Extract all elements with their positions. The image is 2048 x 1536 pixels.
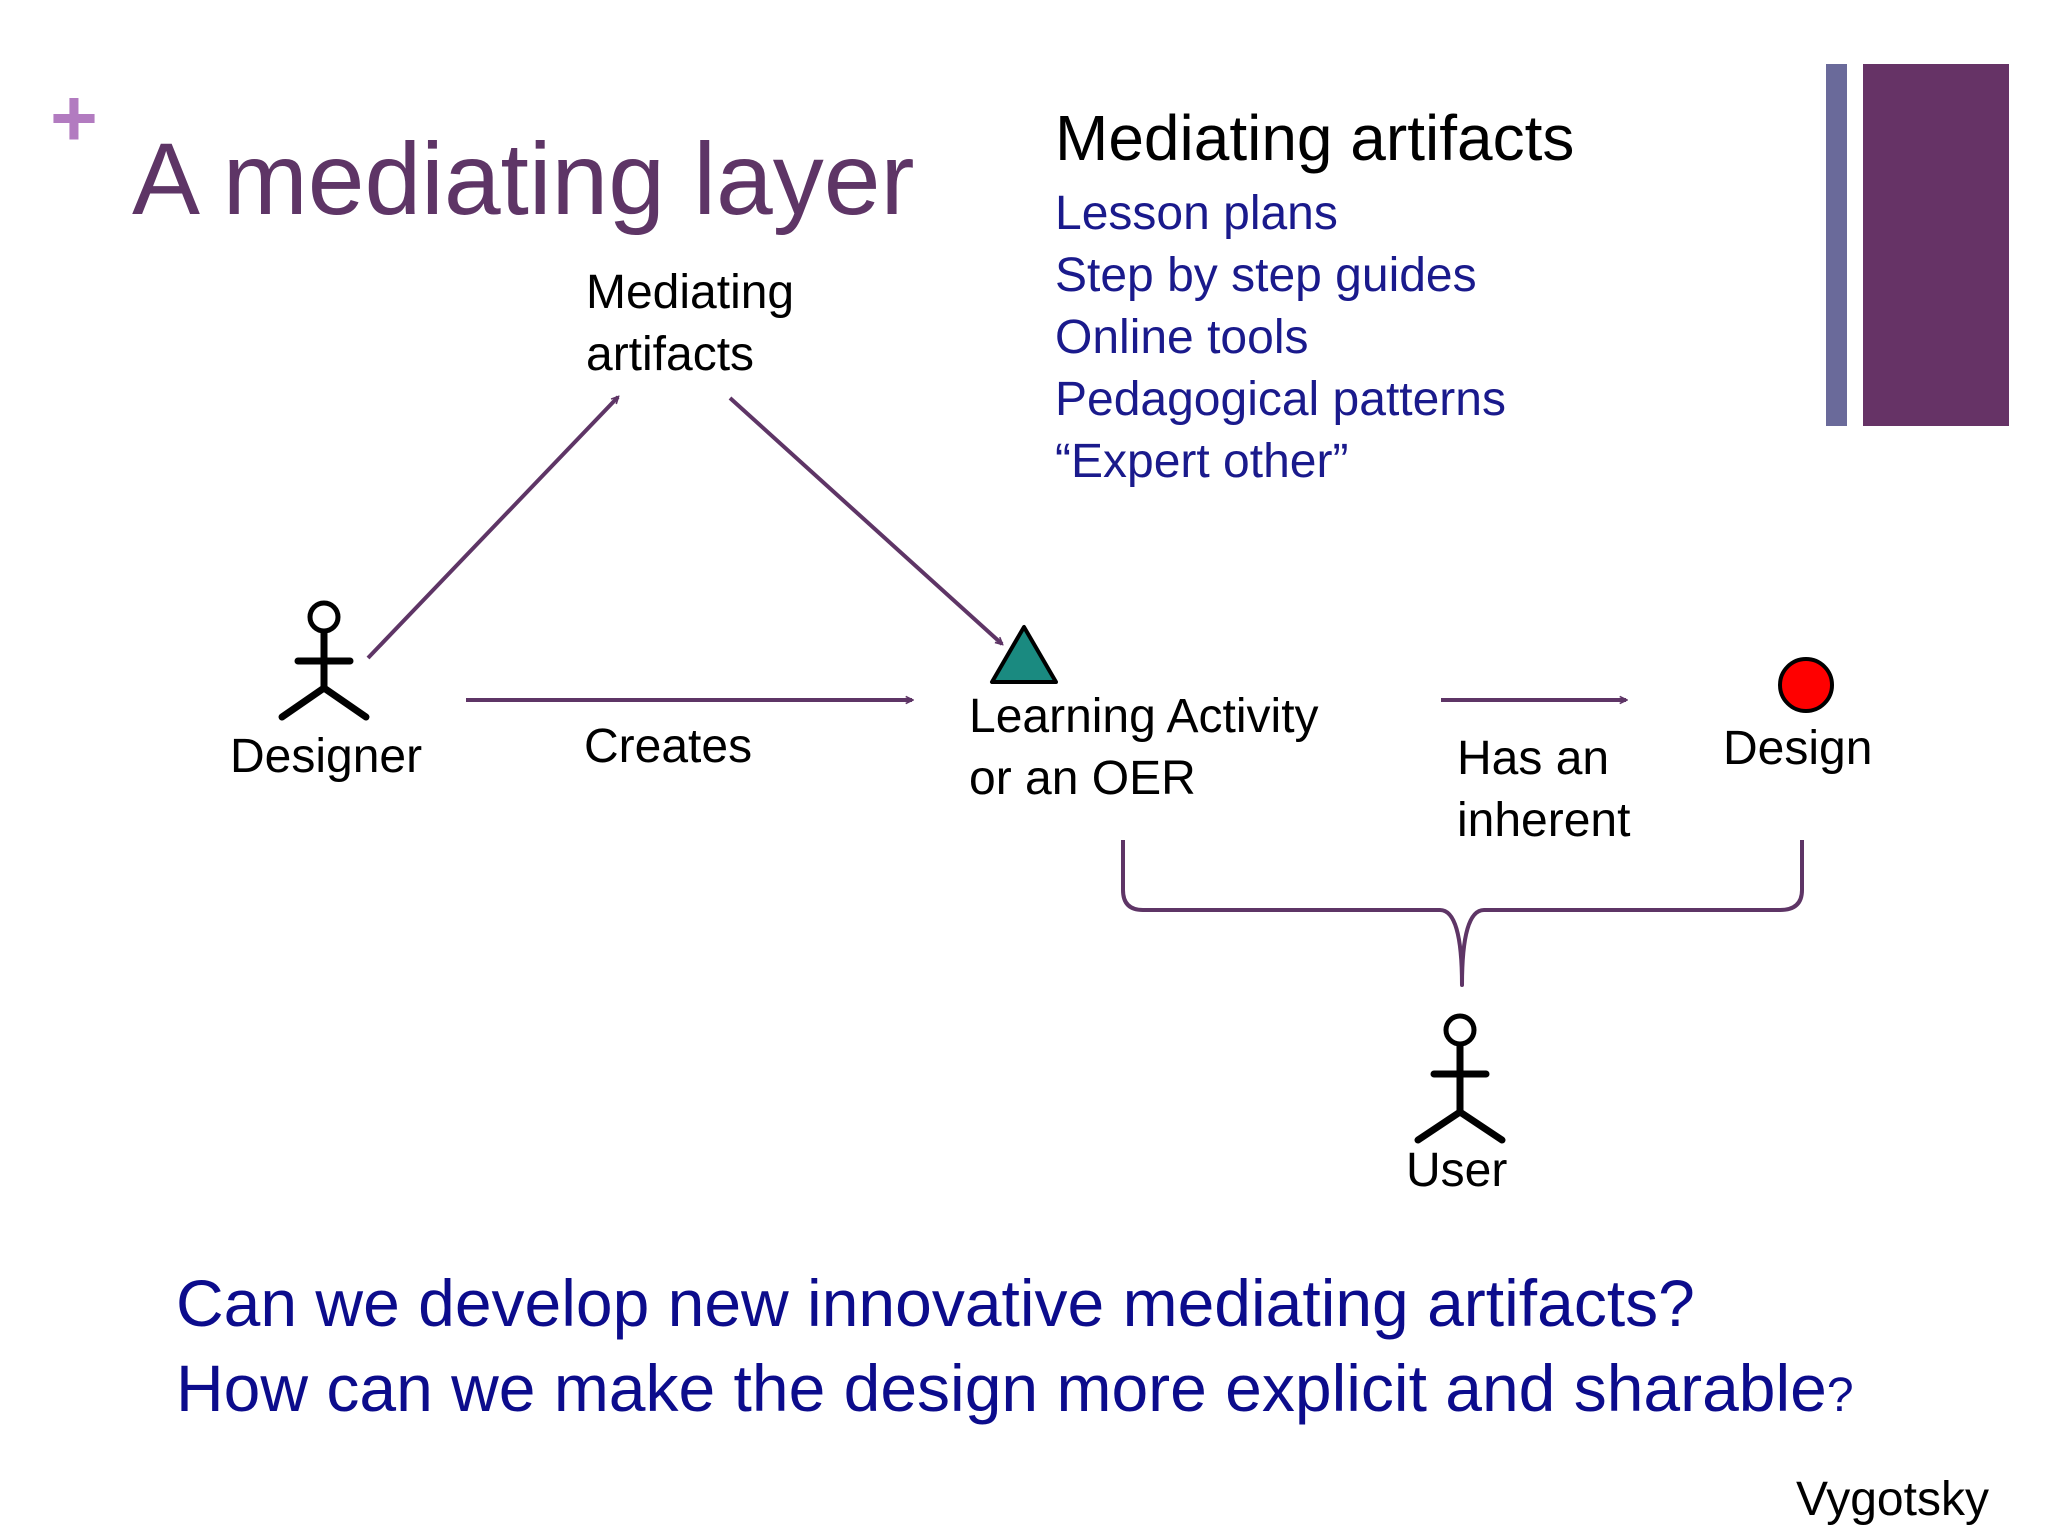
learning-activity-label: Learning Activity or an OER bbox=[969, 686, 1319, 810]
artifact-item: Lesson plans bbox=[1055, 187, 1338, 240]
question-2-text: How can we make the design more explicit… bbox=[176, 1351, 1827, 1425]
user-stick-figure-icon bbox=[1414, 1013, 1506, 1144]
activity-triangle-icon bbox=[990, 625, 1058, 684]
designer-label: Designer bbox=[230, 730, 423, 783]
arrow-artifacts-to-activity bbox=[728, 396, 1002, 644]
question-1: Can we develop new innovative mediating … bbox=[176, 1266, 1695, 1340]
mediating-artifacts-label: Mediating artifacts bbox=[586, 262, 794, 386]
plus-mark: + bbox=[50, 73, 98, 164]
artifact-item: Pedagogical patterns bbox=[1055, 373, 1506, 426]
user-label: User bbox=[1406, 1144, 1508, 1197]
question-2: How can we make the design more explicit… bbox=[176, 1355, 1854, 1421]
artifacts-heading: Mediating artifacts bbox=[1055, 102, 1575, 174]
artifact-item: “Expert other” bbox=[1055, 435, 1349, 488]
question-2-mark: ? bbox=[1826, 1369, 1854, 1422]
creates-label: Creates bbox=[584, 720, 753, 773]
curly-brace bbox=[1121, 840, 1804, 987]
has-an-inherent-label: Has an inherent bbox=[1457, 728, 1630, 852]
has-an-inherent-label-line: inherent bbox=[1457, 794, 1631, 847]
learning-activity-label-line: or an OER bbox=[969, 752, 1196, 805]
has-an-inherent-label-line: Has an bbox=[1457, 732, 1610, 785]
design-label: Design bbox=[1723, 722, 1873, 775]
mediating-artifacts-label-line: artifacts bbox=[586, 328, 755, 381]
accent-bar-thin bbox=[1826, 64, 1847, 426]
artifact-item: Online tools bbox=[1055, 311, 1309, 364]
design-red-dot-icon bbox=[1778, 657, 1834, 713]
designer-stick-figure-icon bbox=[278, 600, 370, 721]
artifact-item: Step by step guides bbox=[1055, 249, 1477, 302]
learning-activity-label-line: Learning Activity bbox=[969, 690, 1319, 743]
accent-bar-wide bbox=[1863, 64, 2009, 426]
mediating-artifacts-label-line: Mediating bbox=[586, 266, 795, 319]
attribution-label: Vygotsky bbox=[1796, 1473, 1989, 1526]
arrow-designer-to-artifacts bbox=[366, 397, 618, 660]
slide-title: A mediating layer bbox=[132, 122, 915, 236]
